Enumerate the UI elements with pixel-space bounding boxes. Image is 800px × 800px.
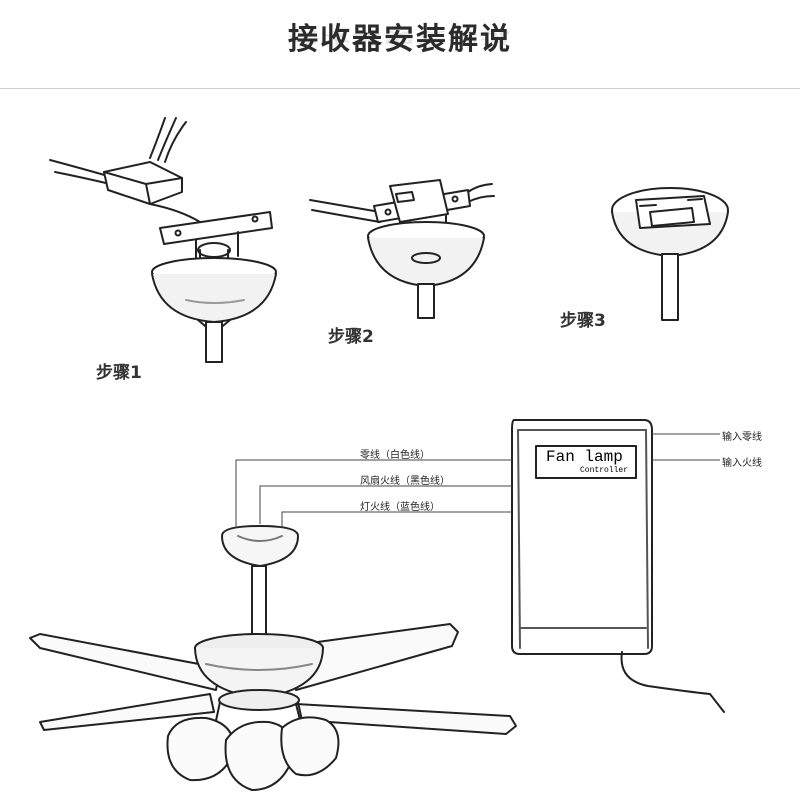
neutral-wire-label: 零线（白色线）	[360, 450, 430, 461]
step-1-label: 步骤1	[96, 363, 142, 383]
ceiling-fan-drawing	[29, 525, 517, 791]
step-1-illustration	[49, 117, 277, 363]
wiring-lines	[235, 433, 720, 528]
step-2-illustration	[309, 179, 495, 319]
controller-box-drawing	[511, 419, 725, 713]
controller-subtitle: Controller	[580, 466, 629, 475]
input-neutral-label: 输入零线	[722, 432, 762, 443]
input-live-label: 输入火线	[722, 458, 762, 469]
title-divider	[0, 88, 800, 89]
fan-live-wire-label: 风扇火线（黑色线）	[360, 476, 450, 487]
step-3-label: 步骤3	[560, 311, 606, 331]
lamp-live-wire-label: 灯火线（蓝色线）	[360, 502, 440, 513]
step-2-label: 步骤2	[328, 327, 374, 347]
step-3-illustration	[611, 187, 729, 321]
page-title: 接收器安装解说	[288, 22, 512, 57]
controller-name: Fan lamp	[546, 448, 623, 466]
